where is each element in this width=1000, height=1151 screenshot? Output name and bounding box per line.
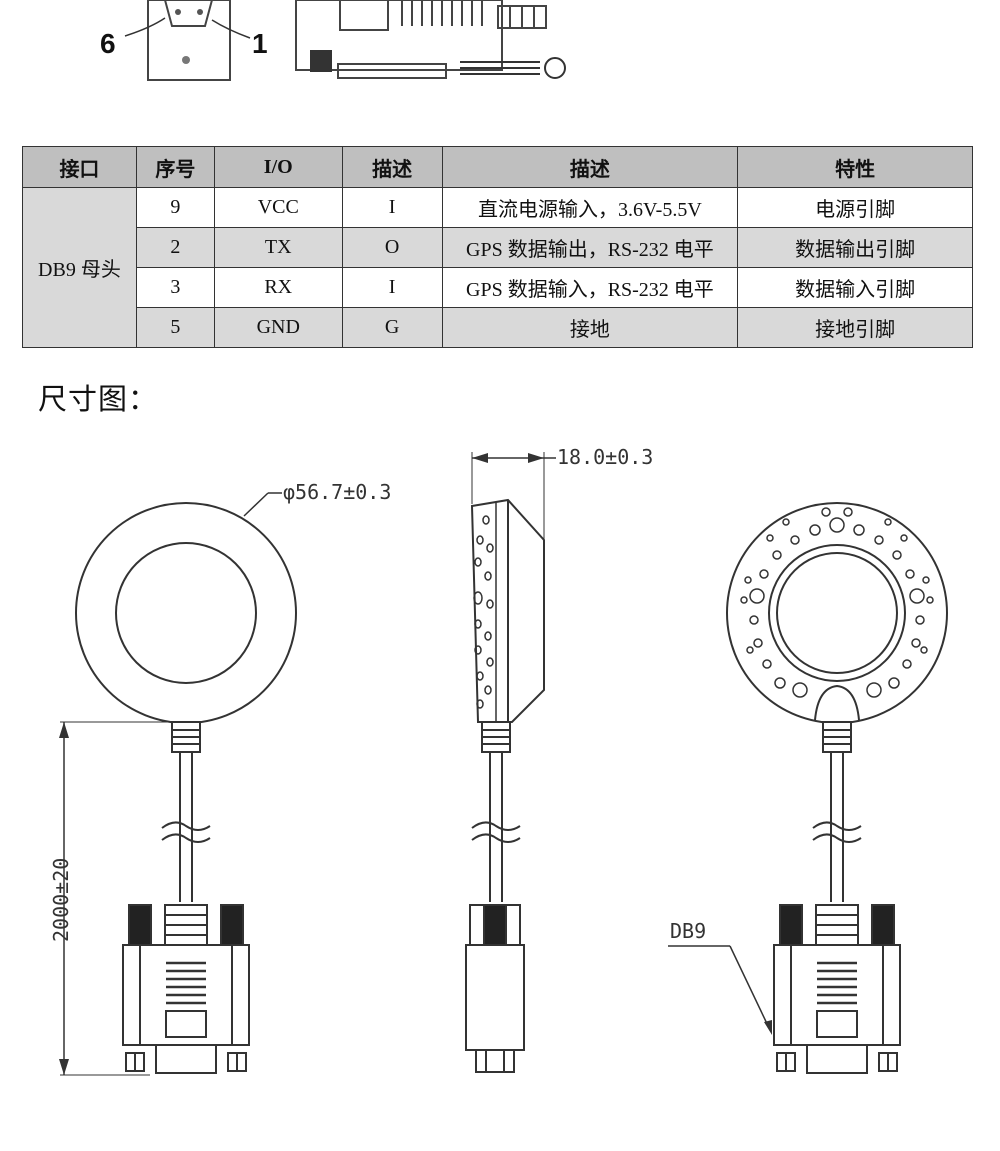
- pin-1-label: 1: [252, 28, 268, 59]
- top-view: [59, 492, 297, 1076]
- cell-feature: 数据输入引脚: [737, 267, 973, 308]
- cell-feature: 数据输出引脚: [737, 227, 973, 268]
- header-number: 序号: [135, 146, 215, 188]
- table-row: 5 GND G 接地 接地引脚: [23, 307, 973, 348]
- cell-number: 5: [135, 307, 215, 348]
- cell-description: GPS 数据输入，RS-232 电平: [441, 267, 739, 308]
- header-interface: 接口: [22, 146, 137, 188]
- table-row: 3 RX I GPS 数据输入，RS-232 电平 数据输入引脚: [23, 267, 973, 308]
- cell-direction: G: [341, 307, 443, 348]
- cell-io: VCC: [213, 187, 343, 228]
- cell-direction: I: [341, 187, 443, 228]
- table-row: DB9 母头 9 VCC I 直流电源输入，3.6V-5.5V 电源引脚: [22, 187, 973, 348]
- cell-feature: 接地引脚: [737, 307, 973, 348]
- thickness-label: 18.0±0.3: [557, 445, 653, 469]
- cell-io: TX: [213, 227, 343, 268]
- cell-io: GND: [213, 307, 343, 348]
- cell-feature: 电源引脚: [737, 187, 973, 228]
- pin-6-label: 6: [100, 28, 116, 59]
- diameter-label: φ56.7±0.3: [283, 480, 391, 504]
- cable-length-label: 2000±20: [49, 858, 73, 942]
- cell-number: 9: [135, 187, 215, 228]
- cell-description: GPS 数据输出，RS-232 电平: [441, 227, 739, 268]
- dimension-section-title: 尺寸图：: [38, 382, 159, 416]
- table-header-row: 接口 序号 I/O 描述 描述 特性: [22, 146, 973, 188]
- cell-description: 直流电源输入，3.6V-5.5V: [441, 187, 739, 228]
- bottom-view: [668, 502, 948, 1075]
- db9-connector-label: DB9: [670, 919, 706, 943]
- cell-io: RX: [213, 267, 343, 308]
- cell-direction: O: [341, 227, 443, 268]
- header-io: I/O: [213, 146, 343, 188]
- cell-description: 接地: [441, 307, 739, 348]
- header-description: 描述: [441, 146, 739, 188]
- cell-number: 2: [135, 227, 215, 268]
- side-view: [465, 452, 556, 1073]
- pin-definition-table: 接口 序号 I/O 描述 描述 特性 DB9 母头 9 VCC I 直流电源输入…: [22, 146, 973, 348]
- header-feature: 特性: [737, 146, 973, 188]
- interface-cell: DB9 母头: [22, 187, 137, 348]
- dimension-drawing: φ56.7±0.3 2000±20: [49, 445, 948, 1076]
- header-direction: 描述: [341, 146, 443, 188]
- db9-pinout-figure: [124, 0, 566, 81]
- table-row: 2 TX O GPS 数据输出，RS-232 电平 数据输出引脚: [23, 227, 973, 268]
- cell-number: 3: [135, 267, 215, 308]
- cell-direction: I: [341, 267, 443, 308]
